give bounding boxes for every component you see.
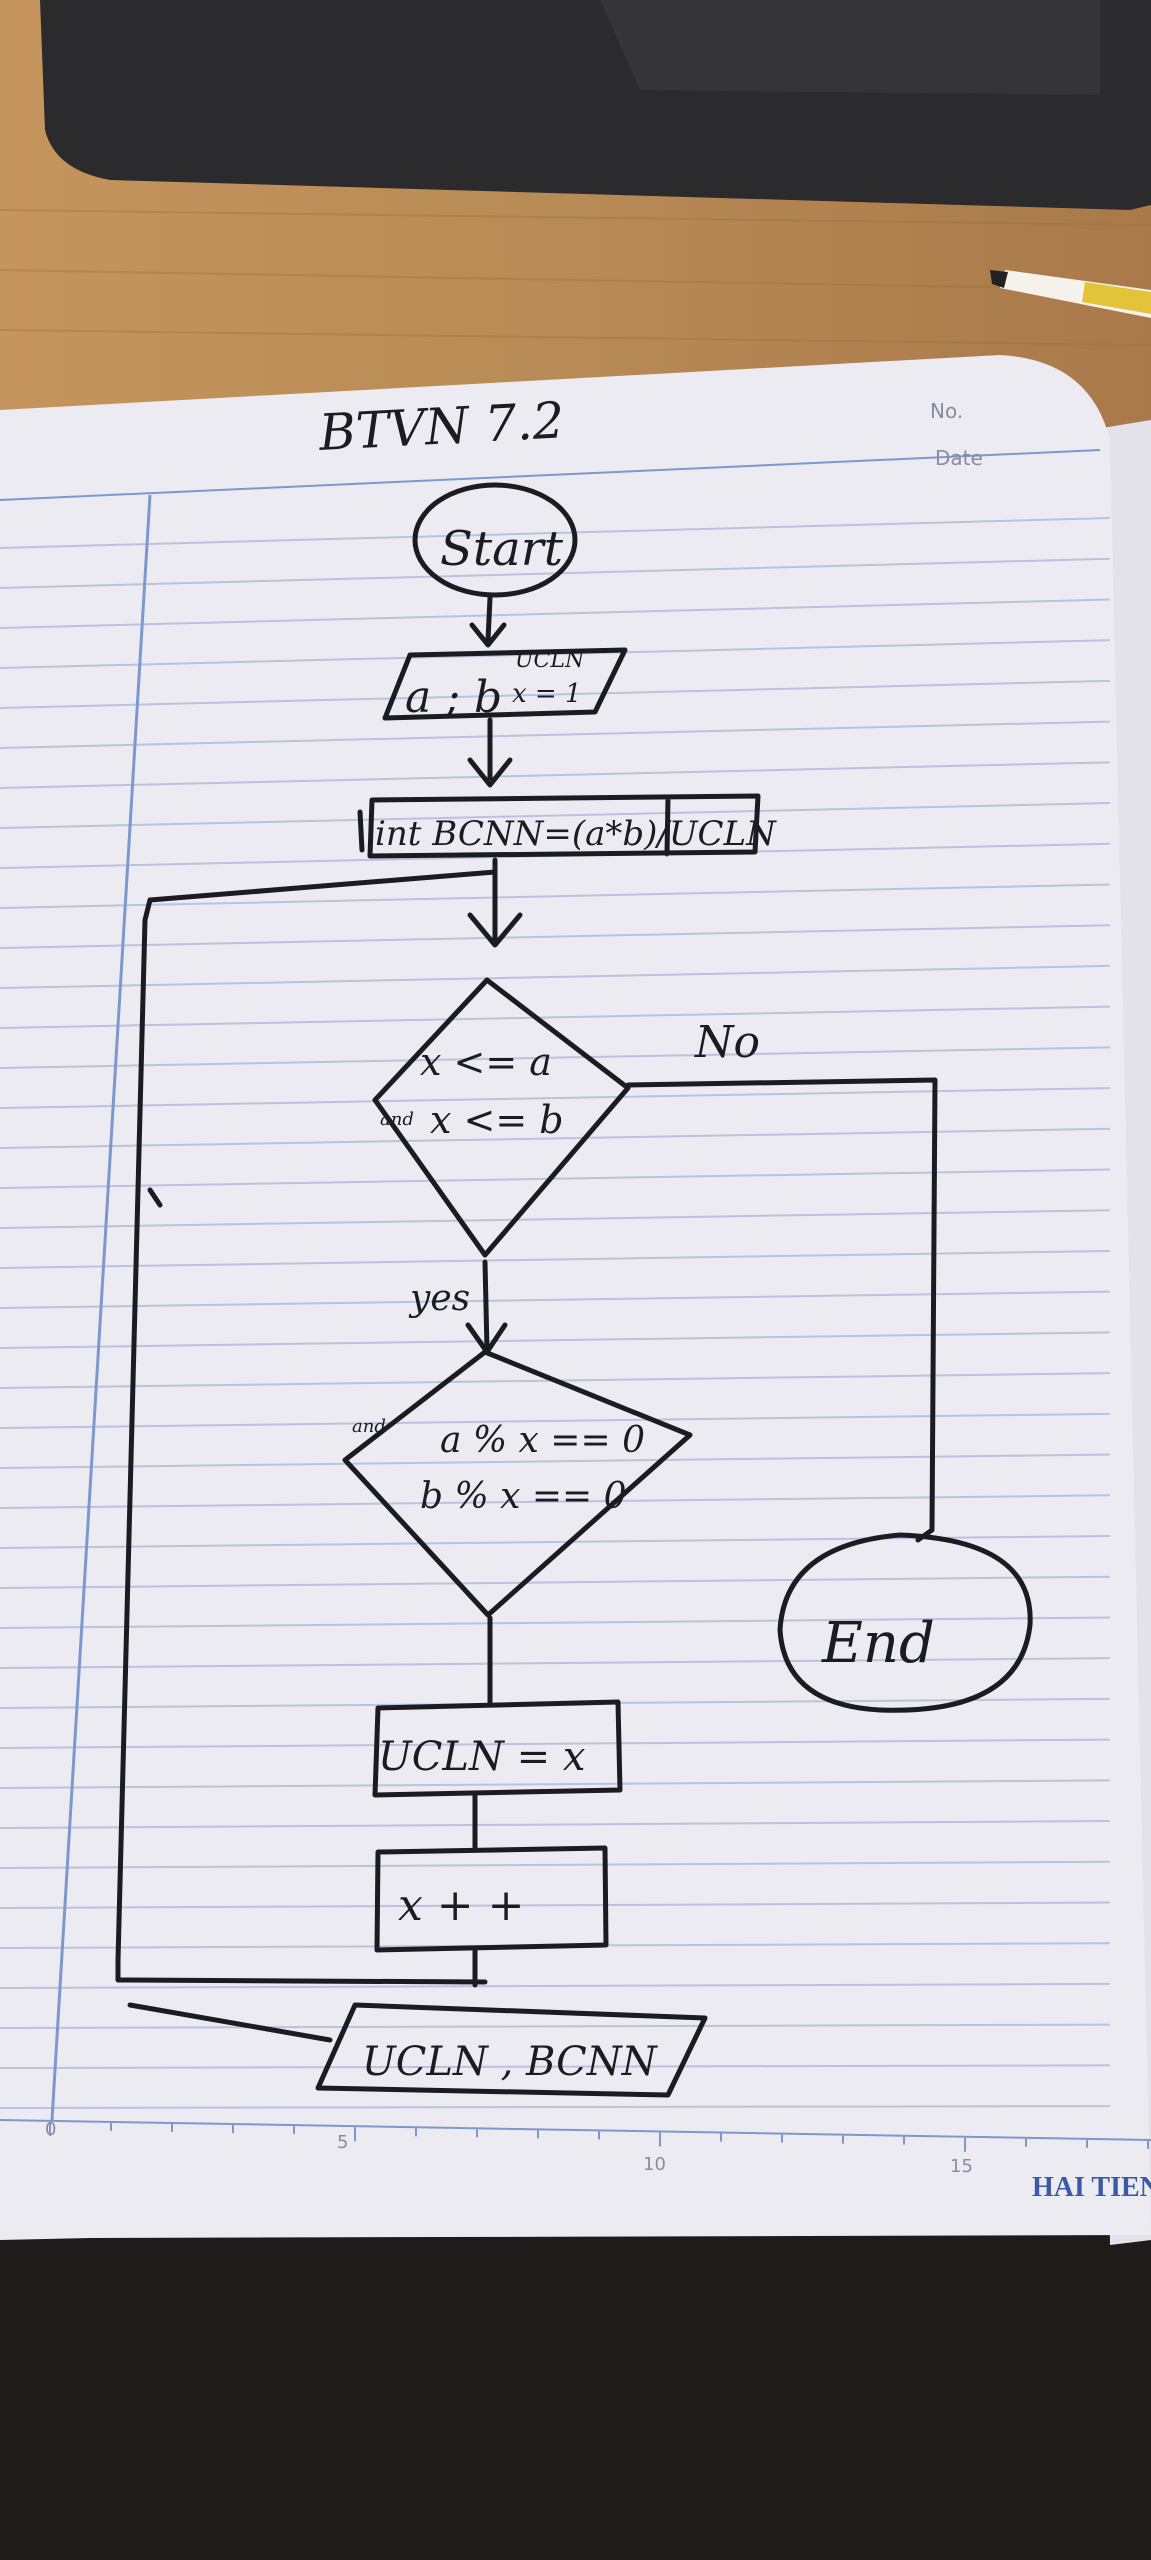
ruled-line bbox=[0, 1127, 1111, 1149]
ruled-line bbox=[0, 1738, 1111, 1749]
cond2-and: and bbox=[352, 1416, 386, 1437]
wood-grain bbox=[0, 209, 1151, 346]
ruled-line bbox=[0, 802, 1111, 829]
init-block bbox=[357, 793, 761, 859]
cond1-line1: x <= a bbox=[420, 1040, 552, 1084]
arrow-start-input bbox=[469, 595, 507, 648]
increment-block bbox=[374, 1845, 609, 1953]
start-label: Start bbox=[440, 521, 564, 577]
loop-back-line bbox=[115, 869, 498, 1985]
ruled-line bbox=[0, 517, 1111, 549]
output-label: UCLN , BCNN bbox=[362, 2039, 659, 2085]
output-left-stroke bbox=[127, 2002, 333, 2043]
yes-label: yes bbox=[408, 1278, 470, 1319]
ruler-tick-10: 10 bbox=[643, 2154, 666, 2175]
cond2-line2: b % x == 0 bbox=[420, 1476, 627, 1517]
ruled-line bbox=[0, 598, 1111, 629]
ruled-line bbox=[0, 1779, 1111, 1789]
margin-line bbox=[50, 494, 152, 2121]
ruled-line bbox=[0, 1494, 1111, 1509]
decision-1 bbox=[372, 977, 631, 1258]
cond2-line1: a % x == 0 bbox=[440, 1420, 645, 1461]
ruled-line bbox=[0, 2023, 1111, 2029]
ruled-line bbox=[0, 964, 1111, 989]
cond1-and: and bbox=[380, 1109, 414, 1130]
ruled-line bbox=[0, 1249, 1111, 1269]
decision-2 bbox=[342, 1349, 693, 1618]
ruled-line bbox=[0, 2105, 1111, 2109]
notebook-page bbox=[0, 355, 1151, 2240]
init-label: int BCNN=(a*b)/UCLN bbox=[375, 814, 777, 854]
page-title: BTVN 7.2 bbox=[317, 391, 566, 462]
increment-label: x + + bbox=[398, 1880, 525, 1931]
ruled-line bbox=[0, 1982, 1111, 1989]
ruled-line bbox=[0, 761, 1111, 789]
pen bbox=[990, 270, 1151, 318]
input-sub: x = 1 bbox=[512, 679, 582, 709]
assign-label: UCLN = x bbox=[378, 1734, 585, 1780]
ruled-line bbox=[0, 2064, 1111, 2069]
ruled-line bbox=[0, 1575, 1111, 1589]
date-label: Date bbox=[935, 446, 983, 470]
no-label: No bbox=[694, 1017, 760, 1068]
output-block bbox=[315, 2002, 708, 2098]
cond1-line2: x <= b bbox=[430, 1098, 564, 1142]
end-label: End bbox=[821, 1611, 935, 1676]
start-terminal bbox=[412, 482, 578, 598]
assign-block bbox=[372, 1699, 623, 1798]
ruler-ticks bbox=[49, 2121, 1149, 2152]
ruled-line bbox=[0, 1209, 1111, 1229]
header-line bbox=[0, 449, 1101, 501]
ruled-line bbox=[0, 924, 1111, 949]
ruled-line bbox=[0, 1087, 1111, 1109]
ruled-line bbox=[0, 1820, 1111, 1829]
ruled-line bbox=[0, 1290, 1111, 1309]
ruled-line bbox=[0, 1657, 1111, 1669]
ruled-line bbox=[0, 1005, 1111, 1029]
loop-tick bbox=[147, 1187, 163, 1208]
brand-logo: HAI TIEN bbox=[1032, 2172, 1151, 2203]
ruled-line bbox=[0, 679, 1111, 709]
ruler-line bbox=[0, 2119, 1151, 2141]
ruled-line bbox=[0, 1331, 1111, 1349]
no-label: No. bbox=[930, 399, 963, 423]
ruled-line bbox=[0, 1616, 1111, 1629]
ruled-line bbox=[0, 1046, 1111, 1069]
ruler-tick-15: 15 bbox=[950, 2156, 973, 2177]
input-block bbox=[382, 647, 628, 721]
arrow-input-init bbox=[467, 717, 513, 788]
end-terminal bbox=[777, 1532, 1033, 1713]
ruler-tick-5: 5 bbox=[337, 2132, 348, 2153]
ruled-line bbox=[0, 720, 1111, 749]
arrow-init-cond1 bbox=[467, 857, 523, 948]
ruled-line bbox=[0, 1860, 1111, 1869]
input-sup: UCLN bbox=[515, 648, 585, 673]
ruled-line bbox=[0, 1168, 1111, 1189]
ruled-line bbox=[0, 1453, 1111, 1469]
ruled-line bbox=[0, 883, 1111, 909]
laptop-touchpad bbox=[600, 0, 1100, 95]
ruled-line bbox=[0, 1412, 1111, 1429]
ruled-line bbox=[0, 1901, 1111, 1909]
ruler-tick-0: 0 bbox=[45, 2119, 56, 2140]
input-main: a ; b bbox=[405, 672, 502, 723]
